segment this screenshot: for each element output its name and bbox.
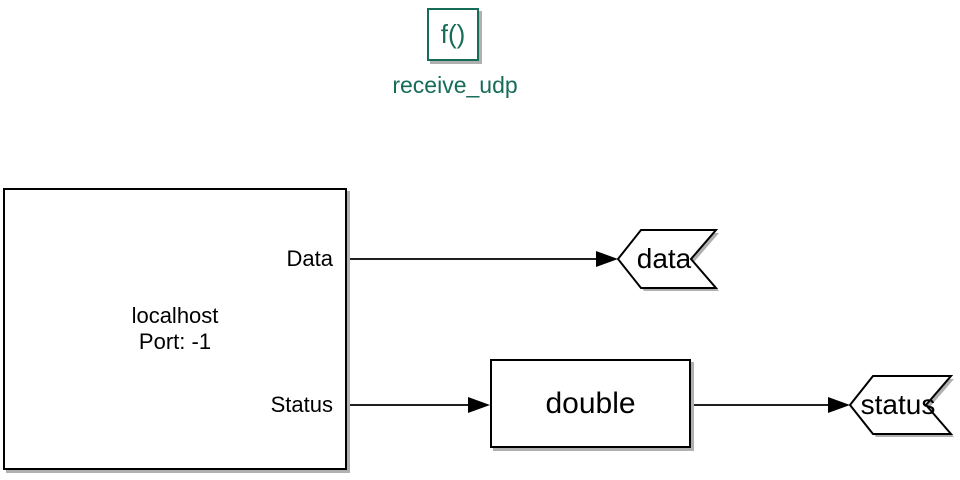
goto-tag-data-label: data xyxy=(637,243,692,274)
function-block-name-label[interactable]: receive_udp xyxy=(392,72,518,98)
cast-block-label: double xyxy=(545,386,636,420)
udp-port-line: Port: -1 xyxy=(138,329,212,354)
udp-receive-block[interactable]: localhost Port: -1 Data Status xyxy=(3,188,347,470)
goto-tag-status[interactable] xyxy=(848,375,954,435)
udp-host-line: localhost xyxy=(131,303,219,328)
data-type-conversion-block[interactable]: double xyxy=(490,359,691,448)
udp-block-text: localhost Port: -1 xyxy=(5,190,345,468)
arrowhead-icon xyxy=(596,251,618,267)
arrowhead-icon xyxy=(828,397,850,413)
goto-tag-status-label: status xyxy=(861,389,936,420)
simulink-function-block[interactable]: f() xyxy=(427,8,479,61)
arrowhead-icon xyxy=(468,397,490,413)
goto-tag-data[interactable] xyxy=(616,229,719,289)
output-port-label-data: Data xyxy=(286,246,333,271)
output-port-label-status: Status xyxy=(270,392,333,417)
function-glyph-icon: f() xyxy=(440,19,466,49)
